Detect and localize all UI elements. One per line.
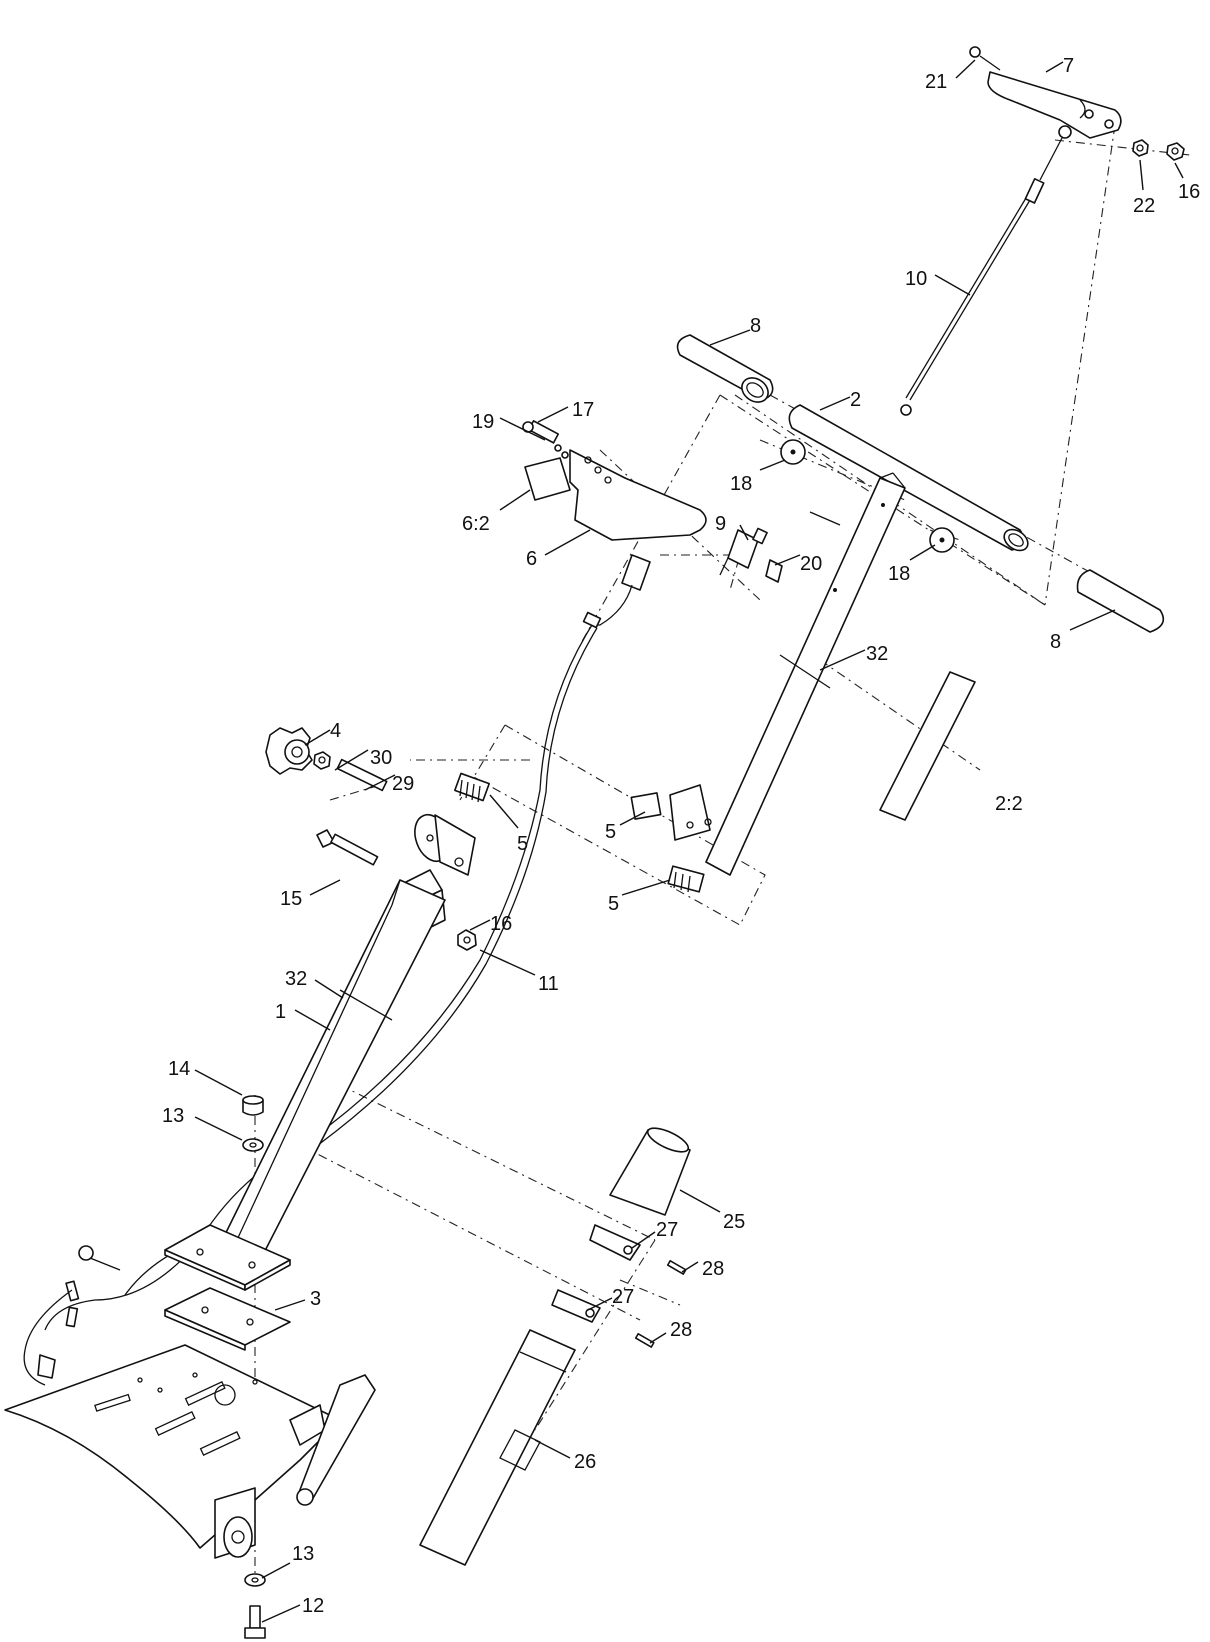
callout-21: 21 [925, 71, 947, 93]
nut-part-16-top [1166, 142, 1185, 161]
callout-18-left: 18 [730, 473, 752, 495]
nut-part-22 [1132, 139, 1149, 157]
grip-part-right [1076, 569, 1165, 633]
callout-32-lower: 32 [285, 968, 307, 990]
control-cable-part [900, 125, 1072, 416]
tube-cover-part-26 [419, 1329, 576, 1566]
callout-30: 30 [370, 747, 392, 769]
handle-bar-part [788, 404, 1029, 552]
callout-2: 2 [850, 389, 861, 411]
grip-cover-part-25 [609, 1127, 691, 1216]
callout-10: 10 [905, 268, 927, 290]
bracket-plate-part [524, 457, 571, 501]
bolt-part-29 [336, 758, 388, 792]
knob-part [265, 727, 313, 775]
callout-12: 12 [302, 1595, 324, 1617]
callout-11: 11 [538, 973, 559, 995]
callout-4: 4 [330, 720, 341, 742]
screw-part-28-upper [666, 1259, 687, 1275]
hand-lever-part [969, 46, 1122, 139]
callout-28-upper: 28 [702, 1258, 724, 1280]
washer-part-18-left [780, 439, 806, 465]
callout-6-2: 6:2 [462, 513, 490, 535]
decal-part [879, 671, 976, 821]
leader-lines [194, 59, 1184, 1623]
callout-16-top: 16 [1178, 181, 1200, 203]
callout-20: 20 [800, 553, 822, 575]
callout-29: 29 [392, 773, 414, 795]
callout-5-lower: 5 [608, 893, 619, 915]
bolt-part-12 [244, 1605, 266, 1639]
callout-5-upper: 5 [517, 833, 528, 855]
washer-part-13-bottom [244, 1573, 266, 1587]
screw-part-19 [554, 444, 569, 459]
callout-2-2: 2:2 [995, 793, 1023, 815]
callout-32-top: 32 [866, 643, 888, 665]
callout-13-top: 13 [162, 1105, 184, 1127]
washer-part-13-top [242, 1138, 264, 1152]
nut-part-30 [313, 751, 331, 770]
callout-6: 6 [526, 548, 537, 570]
callout-13-bottom: 13 [292, 1543, 314, 1565]
callout-18-right: 18 [888, 563, 910, 585]
callout-17: 17 [572, 399, 594, 421]
clamp-part-27-upper [589, 1224, 641, 1261]
callout-27-upper: 27 [656, 1219, 678, 1241]
callout-15: 15 [280, 888, 302, 910]
bolt-part-15 [316, 829, 379, 866]
washer-part-18-right [929, 527, 955, 553]
callout-8-top: 8 [750, 315, 761, 337]
callout-28-lower: 28 [670, 1319, 692, 1341]
wire-harness-part [23, 554, 651, 1386]
clamp-part-27-lower [551, 1289, 601, 1323]
upper-handle-tube [705, 472, 906, 876]
callout-1: 1 [275, 1001, 286, 1023]
bumper-pad-part-c [667, 865, 705, 893]
callout-14: 14 [168, 1058, 190, 1080]
callout-9: 9 [715, 513, 726, 535]
callout-25: 25 [723, 1211, 745, 1233]
screw-part-17 [522, 420, 560, 444]
callout-26: 26 [574, 1451, 596, 1473]
callout-16-middle: 16 [490, 913, 512, 935]
base-mount-plate [164, 1224, 291, 1291]
callout-5-middle: 5 [605, 821, 616, 843]
callout-8-right: 8 [1050, 631, 1061, 653]
bumper-pad-part-b [630, 784, 712, 841]
nut-part-16-middle [457, 929, 477, 951]
callout-22: 22 [1133, 195, 1155, 217]
callout-7: 7 [1063, 55, 1074, 77]
callout-27-lower: 27 [612, 1286, 634, 1308]
callout-3: 3 [310, 1288, 321, 1310]
deck-plate [4, 1344, 376, 1559]
grip-part-left [676, 334, 774, 403]
screw-part-28-lower [634, 1332, 655, 1348]
cap-nut-part [242, 1095, 264, 1116]
bumper-pad-part-a [454, 772, 490, 803]
callout-19: 19 [472, 411, 494, 433]
switch-bracket-part [569, 449, 707, 541]
spacer-plate-part [164, 1287, 291, 1351]
callout-labels: 7 21 22 16 10 8 2 17 19 18 18 6:2 6 9 20… [162, 55, 1200, 1617]
lower-handle-tube [209, 879, 446, 1281]
switch-part [719, 527, 768, 576]
